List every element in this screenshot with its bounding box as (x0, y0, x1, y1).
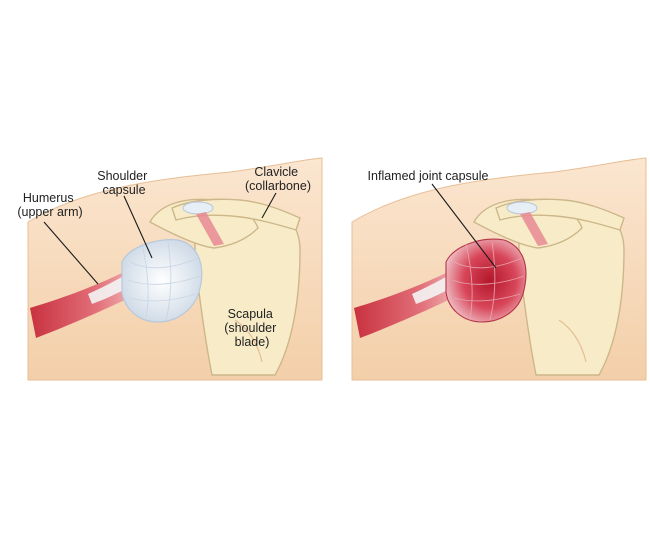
right-panel (351, 157, 647, 381)
left-panel (27, 157, 323, 381)
inflamed-capsule-label: Inflamed joint capsule (368, 169, 489, 183)
rib-contour (558, 319, 587, 363)
shoulder-capsule-label: Shoulder capsule (97, 169, 151, 197)
capsule-leader-line (123, 195, 153, 259)
inflamed-capsule (445, 238, 527, 323)
clavicle-leader-line (261, 192, 277, 219)
humerus-leader-line (43, 221, 99, 285)
rib-contour (234, 319, 263, 363)
clavicle-cartilage (506, 201, 538, 215)
scapula-label: Scapula (shoulder blade) (224, 307, 280, 349)
inflamed-leader-line (431, 183, 497, 269)
humerus-label: Humerus (upper arm) (17, 191, 82, 219)
clavicle-cartilage (182, 201, 214, 215)
coracoclavicular-ligament (520, 212, 548, 246)
coracoclavicular-ligament (196, 212, 224, 246)
shoulder-capsule (121, 239, 203, 323)
clavicle-label: Clavicle (collarbone) (245, 165, 311, 193)
